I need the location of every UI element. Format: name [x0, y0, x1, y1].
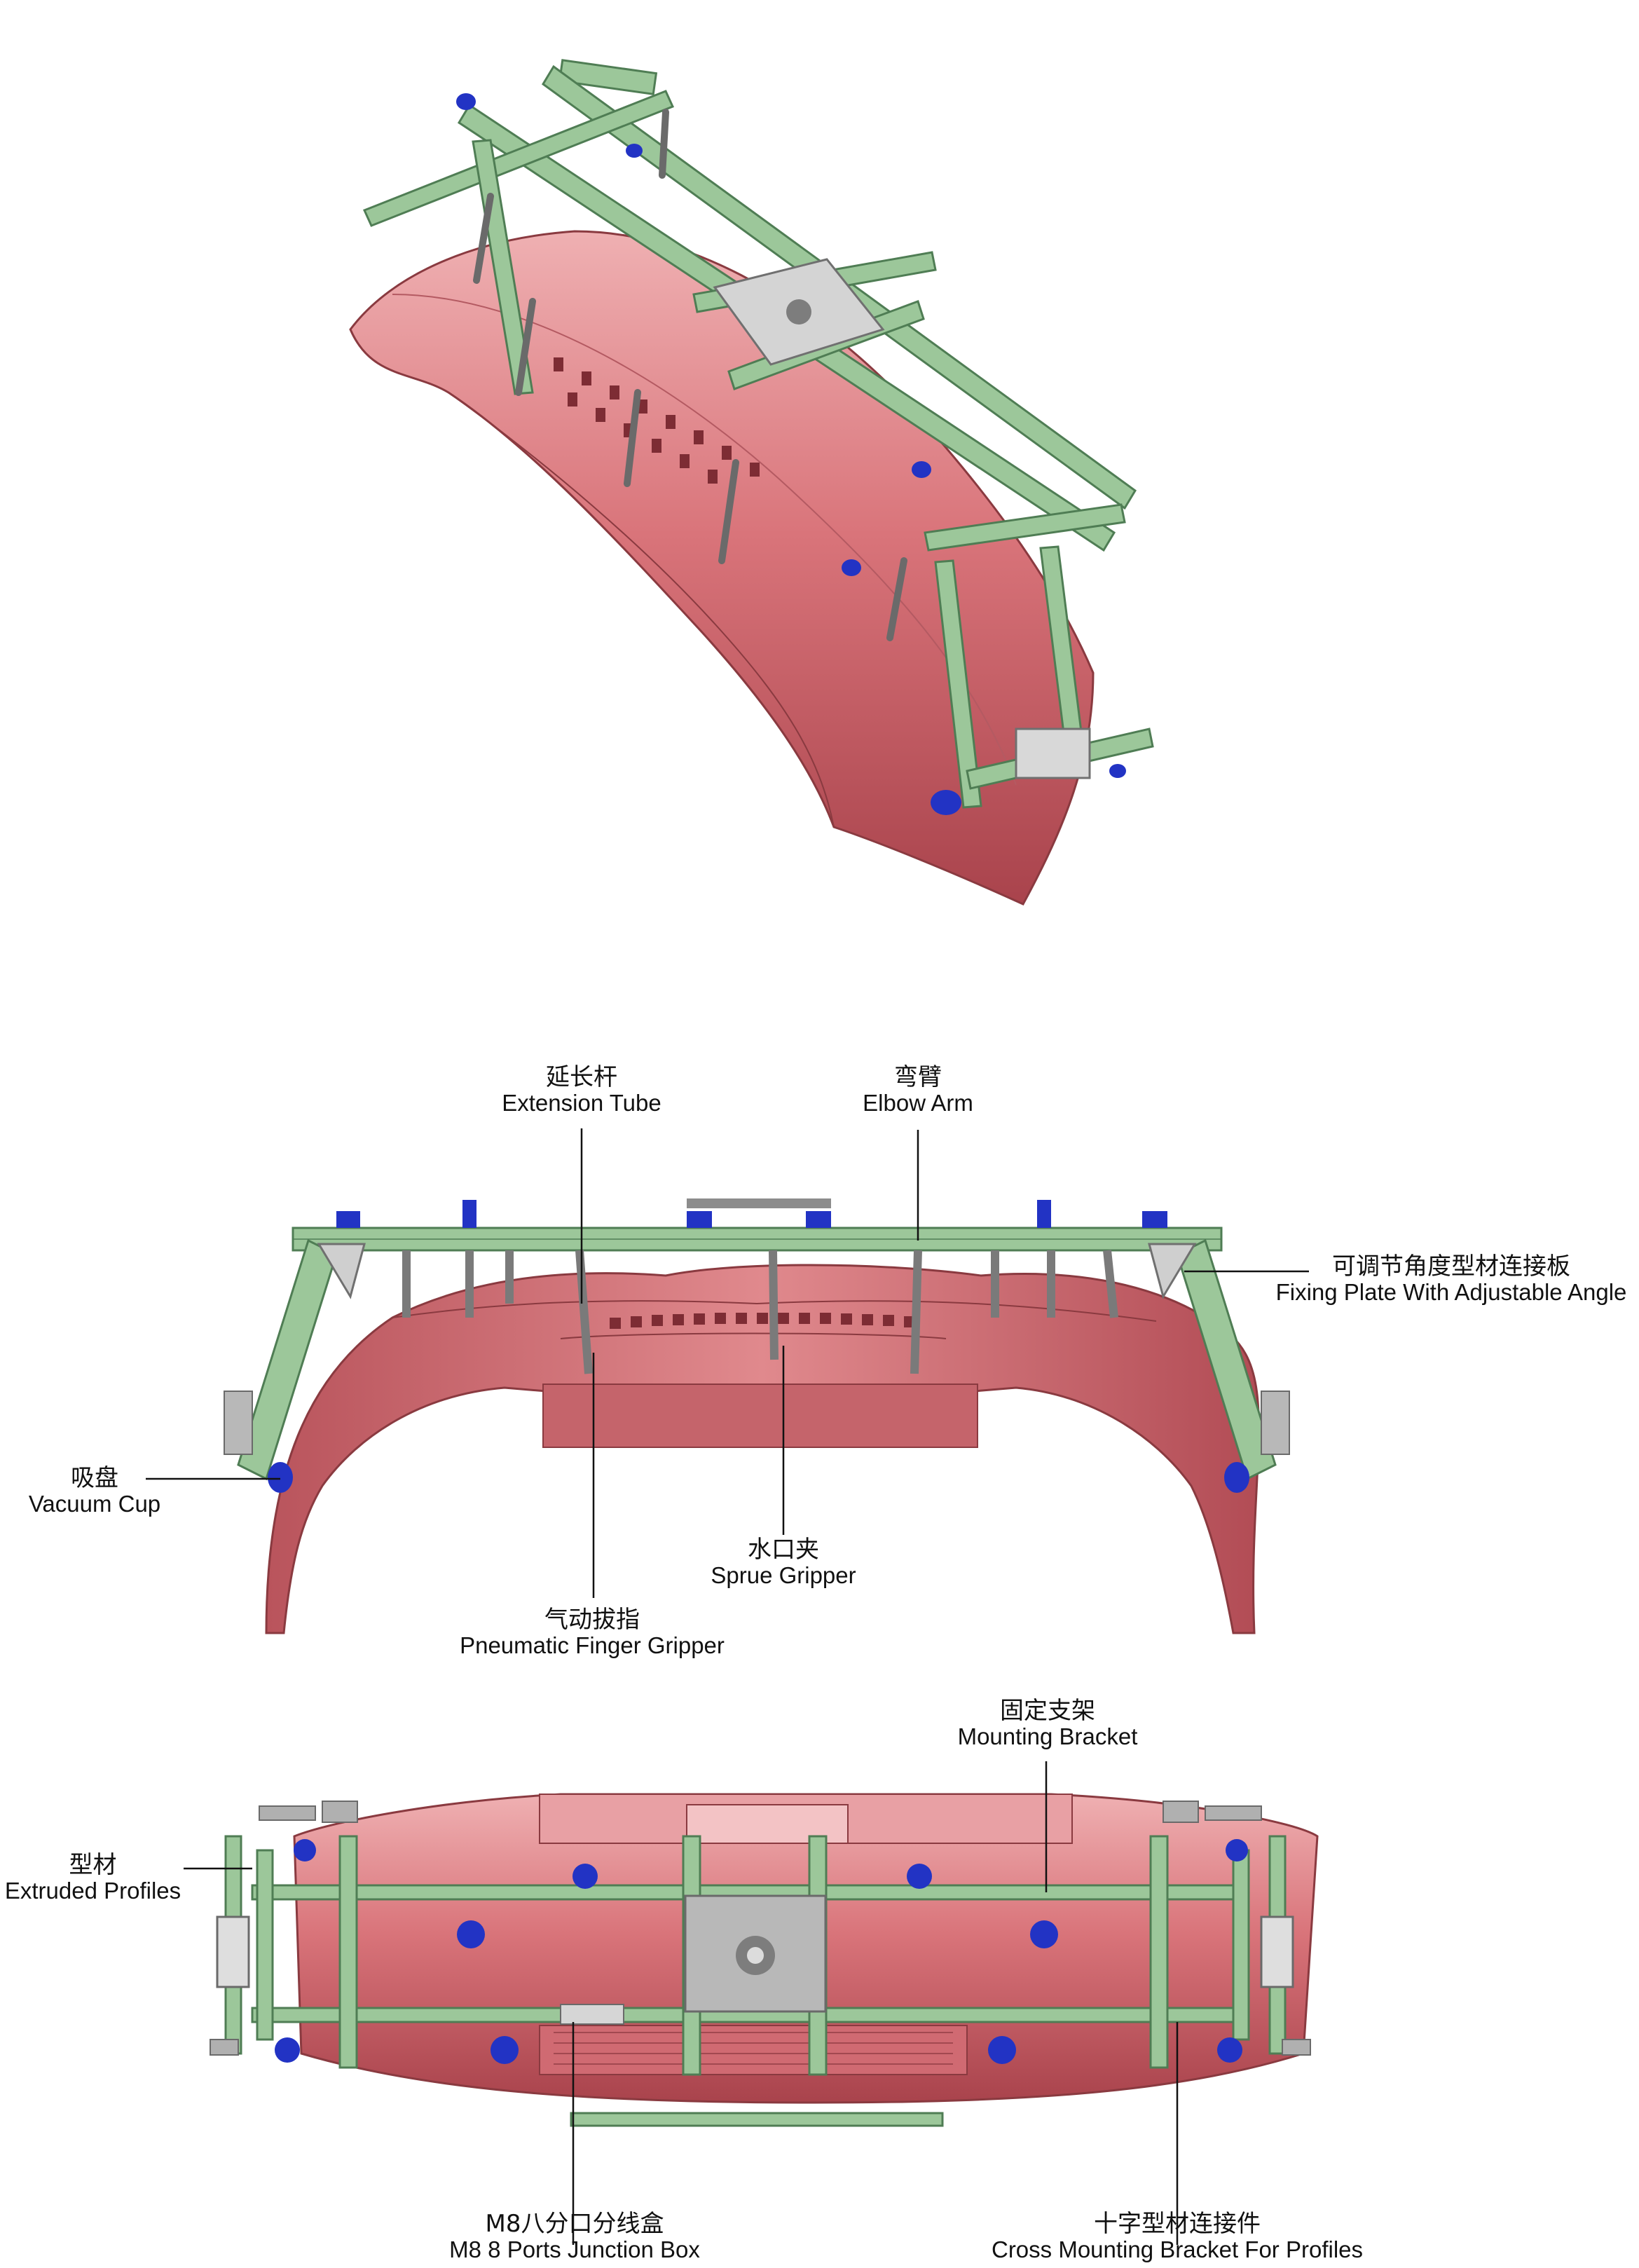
label-extension-tube: 延长杆 Extension Tube: [469, 1064, 694, 1116]
label-junction-box-cn: M8八分口分线盒: [485, 2210, 664, 2238]
junction-box-part: [560, 2004, 624, 2025]
label-mounting-bracket-en: Mounting Bracket: [957, 1723, 1138, 1750]
label-sprue-gripper: 水口夹 Sprue Gripper: [678, 1536, 889, 1589]
label-cross-bracket-cn: 十字型材连接件: [1094, 2210, 1261, 2238]
label-fixing-plate: 可调节角度型材连接板 Fixing Plate With Adjustable …: [1266, 1253, 1637, 1306]
label-junction-box-en: M8 8 Ports Junction Box: [449, 2236, 700, 2263]
label-extruded-profiles-en: Extruded Profiles: [4, 1878, 181, 1904]
label-cross-bracket: 十字型材连接件 Cross Mounting Bracket For Profi…: [967, 2211, 1387, 2263]
label-fixing-plate-cn: 可调节角度型材连接板: [1332, 1252, 1570, 1280]
label-sprue-gripper-en: Sprue Gripper: [711, 1562, 856, 1589]
label-elbow-arm-cn: 弯臂: [894, 1063, 942, 1091]
label-elbow-arm-en: Elbow Arm: [863, 1090, 973, 1116]
label-extruded-profiles-cn: 型材: [69, 1851, 117, 1879]
label-cross-bracket-en: Cross Mounting Bracket For Profiles: [991, 2236, 1363, 2263]
front-view: [224, 1198, 1290, 1634]
label-mounting-bracket: 固定支架 Mounting Bracket: [932, 1697, 1163, 1750]
label-extruded-profiles: 型材 Extruded Profiles: [0, 1852, 186, 1904]
label-pneumatic-finger: 气动拔指 Pneumatic Finger Gripper: [434, 1606, 750, 1659]
bumper-front: [265, 1264, 1260, 1634]
label-mounting-bracket-cn: 固定支架: [1000, 1697, 1095, 1725]
label-extension-tube-en: Extension Tube: [502, 1090, 661, 1116]
label-sprue-gripper-cn: 水口夹: [748, 1536, 819, 1564]
top-view: [210, 1793, 1319, 2127]
label-junction-box: M8八分口分线盒 M8 8 Ports Junction Box: [420, 2211, 729, 2263]
label-elbow-arm: 弯臂 Elbow Arm: [813, 1064, 1023, 1116]
leader-lines: [146, 1128, 1309, 2245]
label-vacuum-cup: 吸盘 Vacuum Cup: [14, 1465, 175, 1517]
label-pneumatic-finger-en: Pneumatic Finger Gripper: [460, 1632, 725, 1659]
label-vacuum-cup-cn: 吸盘: [71, 1464, 118, 1492]
label-fixing-plate-en: Fixing Plate With Adjustable Angle: [1275, 1279, 1627, 1306]
label-pneumatic-finger-cn: 气动拔指: [544, 1606, 640, 1634]
label-extension-tube-cn: 延长杆: [546, 1063, 617, 1091]
isometric-view: [349, 59, 1154, 906]
label-vacuum-cup-en: Vacuum Cup: [28, 1491, 161, 1517]
